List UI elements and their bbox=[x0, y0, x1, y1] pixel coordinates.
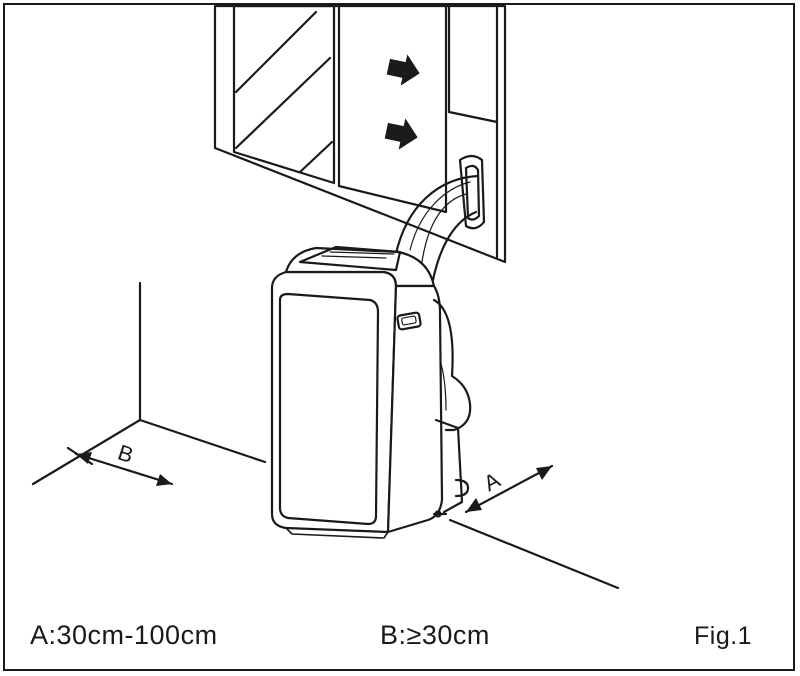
arrow-right-icon bbox=[386, 54, 420, 86]
figure-label: Fig.1 bbox=[694, 622, 753, 650]
dimension-b bbox=[66, 446, 174, 486]
dimension-a bbox=[464, 464, 554, 514]
dim-a-label: A bbox=[480, 467, 505, 496]
room-lines bbox=[31, 281, 620, 590]
glass-hatch-3 bbox=[298, 140, 334, 174]
arrowhead-icon bbox=[156, 474, 172, 486]
window-adapter bbox=[458, 154, 486, 230]
caption-b: B:≥30cm bbox=[380, 620, 490, 650]
dim-b-label: B bbox=[115, 440, 137, 468]
figure-border bbox=[3, 3, 795, 671]
window bbox=[213, 4, 507, 264]
arrowhead-icon bbox=[466, 498, 482, 512]
caption-a: A:30cm-100cm bbox=[30, 620, 218, 650]
glass-hatch-1 bbox=[234, 10, 318, 94]
glass-hatch-2 bbox=[234, 56, 332, 150]
air-conditioner-unit bbox=[270, 245, 472, 539]
arrow-right-icon bbox=[384, 118, 418, 150]
airflow-arrows bbox=[384, 54, 420, 150]
arrowhead-icon bbox=[536, 466, 552, 480]
arrowhead-icon bbox=[76, 452, 92, 464]
